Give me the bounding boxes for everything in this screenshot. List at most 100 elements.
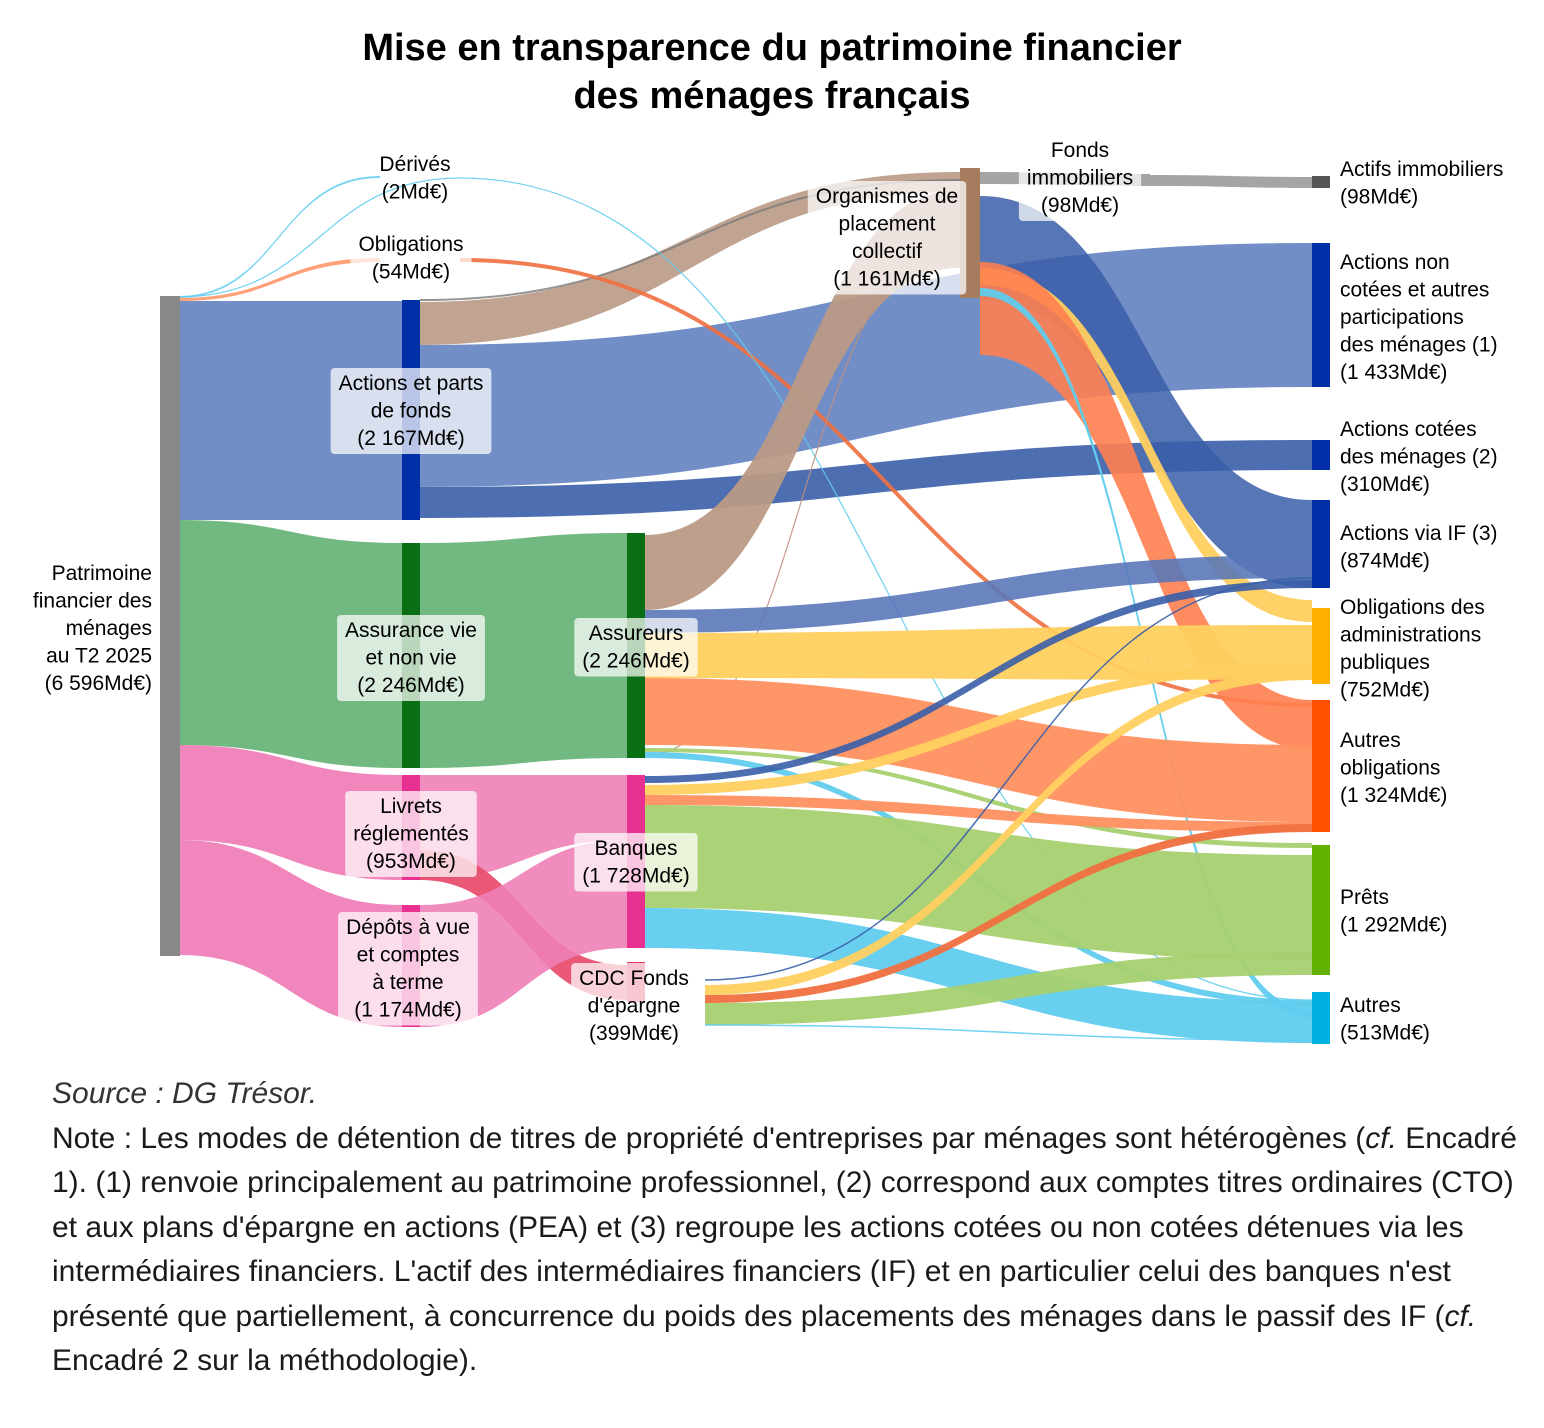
label-line-livrets-2: (953Md€) xyxy=(366,850,456,873)
label-line-assureurs-1: (2 246Md€) xyxy=(582,650,689,673)
label-line-assurance-0: Assurance vie xyxy=(345,619,477,642)
label-line-autres_oblig-0: Autres xyxy=(1340,729,1401,752)
label-line-root-0: Patrimoine xyxy=(52,562,152,585)
node-bar-act_non_cotees xyxy=(1312,243,1330,387)
link-banques-actionsIF xyxy=(645,580,1312,783)
label-cdc: CDC Fonds d'épargne (399Md€) xyxy=(571,963,697,1049)
link-assureurs-autresoblig xyxy=(645,678,1312,822)
link-banques-autres xyxy=(645,908,1312,1043)
link-cdc-prets xyxy=(705,952,1312,1025)
link-opc-obligapu xyxy=(980,268,1312,622)
label-line-act_non_cotees-1: cotées et autres xyxy=(1340,279,1489,302)
label-box-actions_parts xyxy=(330,368,492,454)
label-line-act_cotees-0: Actions cotées xyxy=(1340,418,1477,441)
link-root-actions xyxy=(178,301,402,520)
label-banques: Banques(1 728Md€) xyxy=(574,833,698,892)
link-assureurs-actionsIF xyxy=(645,555,1312,633)
label-line-actifs_immo-0: Actifs immobiliers xyxy=(1340,158,1503,181)
label-line-prets-0: Prêts xyxy=(1340,886,1389,909)
label-line-opc-1: placement xyxy=(839,213,936,236)
note-part-1: Note : Les modes de détention de titres … xyxy=(52,1121,1366,1155)
label-act_if: Actions via IF (3)(874Md€) xyxy=(1332,518,1506,577)
label-line-act_cotees-2: (310Md€) xyxy=(1340,473,1430,496)
label-line-actions_parts-1: de fonds xyxy=(371,400,452,423)
label-line-act_cotees-1: des ménages (2) xyxy=(1340,446,1498,469)
title-line-1: Mise en transparence du patrimoine finan… xyxy=(362,27,1182,69)
label-line-root-4: (6 596Md€) xyxy=(45,672,152,695)
label-line-root-1: financier des xyxy=(33,590,152,613)
label-line-assurance-1: et non vie xyxy=(365,647,456,670)
label-box-autres_oblig xyxy=(1332,725,1456,811)
label-line-cdc-0: CDC Fonds xyxy=(579,967,689,990)
label-line-act_non_cotees-4: (1 433Md€) xyxy=(1340,361,1447,384)
label-line-depots-3: (1 174Md€) xyxy=(354,999,461,1022)
label-box-depots xyxy=(338,912,478,1026)
label-livrets: Livrets réglementés (953Md€) xyxy=(345,791,477,877)
label-box-oblig_apu xyxy=(1332,592,1493,706)
note-part-2: Encadré 1). (1) renvoie principalement a… xyxy=(52,1121,1517,1333)
label-line-assureurs-0: Assureurs xyxy=(589,622,684,645)
node-bar-autres xyxy=(1312,992,1330,1044)
label-line-opc-0: Organismes de xyxy=(816,185,958,208)
label-prets: Prêts (1 292Md€) xyxy=(1332,882,1456,941)
label-box-act_cotees xyxy=(1332,414,1506,500)
link-cdc-autresoblig xyxy=(705,824,1312,1003)
label-actifs_immo: Actifs immobiliers(98Md€) xyxy=(1332,154,1512,213)
label-line-oblig_apu-0: Obligations des xyxy=(1340,596,1485,619)
label-line-act_non_cotees-3: des ménages (1) xyxy=(1340,334,1498,357)
label-line-banques-1: (1 728Md€) xyxy=(582,865,689,888)
link-opc-autresoblig xyxy=(980,262,1312,750)
title-line-2: des ménages français xyxy=(573,75,971,117)
label-line-obligations-0: Obligations xyxy=(358,233,463,256)
label-line-obligations-1: (54Md€) xyxy=(372,261,450,284)
label-line-act_if-1: (874Md€) xyxy=(1340,550,1430,573)
link-assureurs-prets xyxy=(645,748,1312,848)
node-bar-prets xyxy=(1312,845,1330,975)
label-line-prets-1: (1 292Md€) xyxy=(1340,914,1447,937)
label-obligations: Obligations (54Md€) xyxy=(350,229,472,288)
link-assurance-assureurs xyxy=(420,533,627,768)
note-part-3: Encadré 2 sur la méthodologie). xyxy=(52,1344,478,1377)
label-line-fonds_immo-2: (98Md€) xyxy=(1041,194,1119,217)
chart-title: Mise en transparence du patrimoine finan… xyxy=(0,24,1544,120)
label-box-act_if xyxy=(1332,518,1506,577)
label-line-opc-2: collectif xyxy=(852,240,922,263)
link-cdc-obligapu xyxy=(705,670,1312,995)
link-fondsimmo-actifsimmo xyxy=(1150,175,1312,188)
label-line-oblig_apu-1: administrations xyxy=(1340,624,1481,647)
link-banques-prets xyxy=(645,805,1312,960)
label-line-livrets-1: réglementés xyxy=(353,823,469,846)
link-cdc-autres xyxy=(704,1024,1313,1041)
node-bar-actifs_immo xyxy=(1312,176,1330,188)
label-act_non_cotees: Actions non cotées et autres participation… xyxy=(1332,247,1506,388)
label-box-act_non_cotees xyxy=(1332,247,1506,388)
note-block: Source : DG Trésor. Note : Les modes de … xyxy=(52,1072,1522,1384)
label-line-depots-2: à terme xyxy=(372,971,443,994)
link-actions-opc xyxy=(420,172,960,345)
label-box-actifs_immo xyxy=(1332,154,1512,213)
label-autres: Autres(513Md€) xyxy=(1332,990,1438,1049)
label-derives: Dérivés(2Md€) xyxy=(379,153,450,204)
label-line-fonds_immo-1: immobiliers xyxy=(1027,167,1133,190)
label-line-oblig_apu-3: (752Md€) xyxy=(1340,679,1430,702)
sankey-links xyxy=(177,172,1313,1043)
label-line-assurance-2: (2 246Md€) xyxy=(357,674,464,697)
label-line-act_non_cotees-2: participations xyxy=(1340,306,1464,329)
label-line-fonds_immo-0: Fonds xyxy=(1051,139,1109,162)
label-box-livrets xyxy=(345,791,477,877)
source-text: Source : DG Trésor. xyxy=(52,1077,318,1110)
label-line-livrets-0: Livrets xyxy=(380,795,442,818)
label-line-cdc-1: d'épargne xyxy=(588,995,681,1018)
label-box-prets xyxy=(1332,882,1456,941)
label-line-root-2: ménages xyxy=(66,617,152,640)
link-banques-autresoblig xyxy=(645,795,1312,832)
label-line-cdc-2: (399Md€) xyxy=(589,1022,679,1045)
label-box-fonds_immo xyxy=(1018,135,1142,221)
label-line-act_non_cotees-0: Actions non xyxy=(1340,251,1450,274)
label-line-depots-0: Dépôts à vue xyxy=(346,916,470,939)
label-box-assureurs xyxy=(574,618,698,677)
